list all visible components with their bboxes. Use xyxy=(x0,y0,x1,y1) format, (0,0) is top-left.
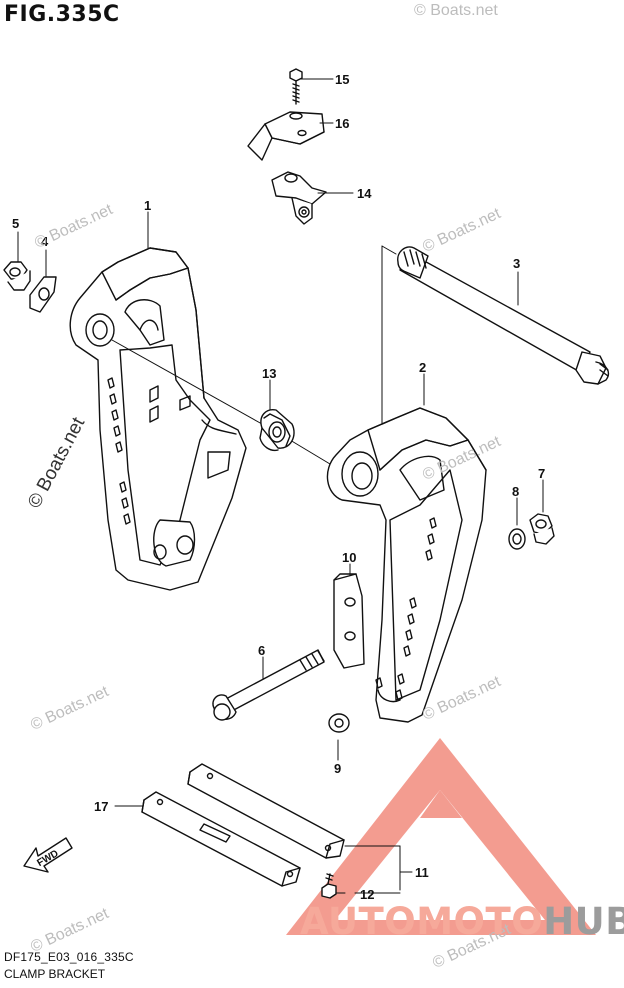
leader-lines xyxy=(17,78,544,894)
part-clamp-bracket-left-1 xyxy=(69,247,247,591)
figure-caption: CLAMP BRACKET xyxy=(4,967,106,981)
part-pad-11 xyxy=(187,763,345,859)
part-number-labels: 15 16 14 1 5 4 3 13 2 7 8 10 6 9 17 11 1… xyxy=(12,72,545,902)
brand-logo-mark xyxy=(286,738,596,935)
part-label-10: 10 xyxy=(342,550,356,565)
part-tilt-tube-3 xyxy=(397,246,610,385)
part-label-9: 9 xyxy=(334,761,341,776)
part-label-8: 8 xyxy=(512,484,519,499)
part-bushing-13 xyxy=(259,409,295,452)
part-washer-9 xyxy=(328,713,350,733)
fwd-label: FWD xyxy=(35,848,60,869)
part-screw-12 xyxy=(321,873,337,899)
part-label-12: 12 xyxy=(360,887,374,902)
part-label-7: 7 xyxy=(538,466,545,481)
figure-title: FIG.335C xyxy=(4,2,120,27)
part-spacer-plate-10 xyxy=(333,573,365,669)
part-clamp-bracket-right-2 xyxy=(326,407,487,723)
part-label-3: 3 xyxy=(513,256,520,271)
brand-wordmark: AUTOMOTOHUB xyxy=(300,900,624,943)
part-washer-4 xyxy=(29,276,57,313)
fwd-direction-arrow-icon xyxy=(23,837,73,873)
part-label-13: 13 xyxy=(262,366,276,381)
part-bolt-15 xyxy=(289,68,303,105)
part-bracket-14 xyxy=(271,171,327,225)
part-plate-16 xyxy=(247,111,325,161)
part-label-1: 1 xyxy=(144,198,151,213)
part-label-5: 5 xyxy=(12,216,19,231)
part-label-16: 16 xyxy=(335,116,349,131)
part-long-bolt-6 xyxy=(212,649,325,721)
part-label-6: 6 xyxy=(258,643,265,658)
part-nut-7 xyxy=(529,513,555,545)
part-nut-5 xyxy=(3,261,31,291)
brand-part2: HUB xyxy=(543,900,624,943)
part-pad-17 xyxy=(141,791,301,887)
part-label-2: 2 xyxy=(419,360,426,375)
part-label-15: 15 xyxy=(335,72,349,87)
part-label-11: 11 xyxy=(415,865,429,880)
brand-part1: AUTOMOTO xyxy=(300,900,544,943)
part-label-14: 14 xyxy=(357,186,372,201)
part-washer-8 xyxy=(508,528,526,550)
part-label-17: 17 xyxy=(94,799,108,814)
part-label-4: 4 xyxy=(41,234,49,249)
figure-code: DF175_E03_016_335C xyxy=(4,950,134,964)
watermark: © Boats.net xyxy=(414,2,498,19)
